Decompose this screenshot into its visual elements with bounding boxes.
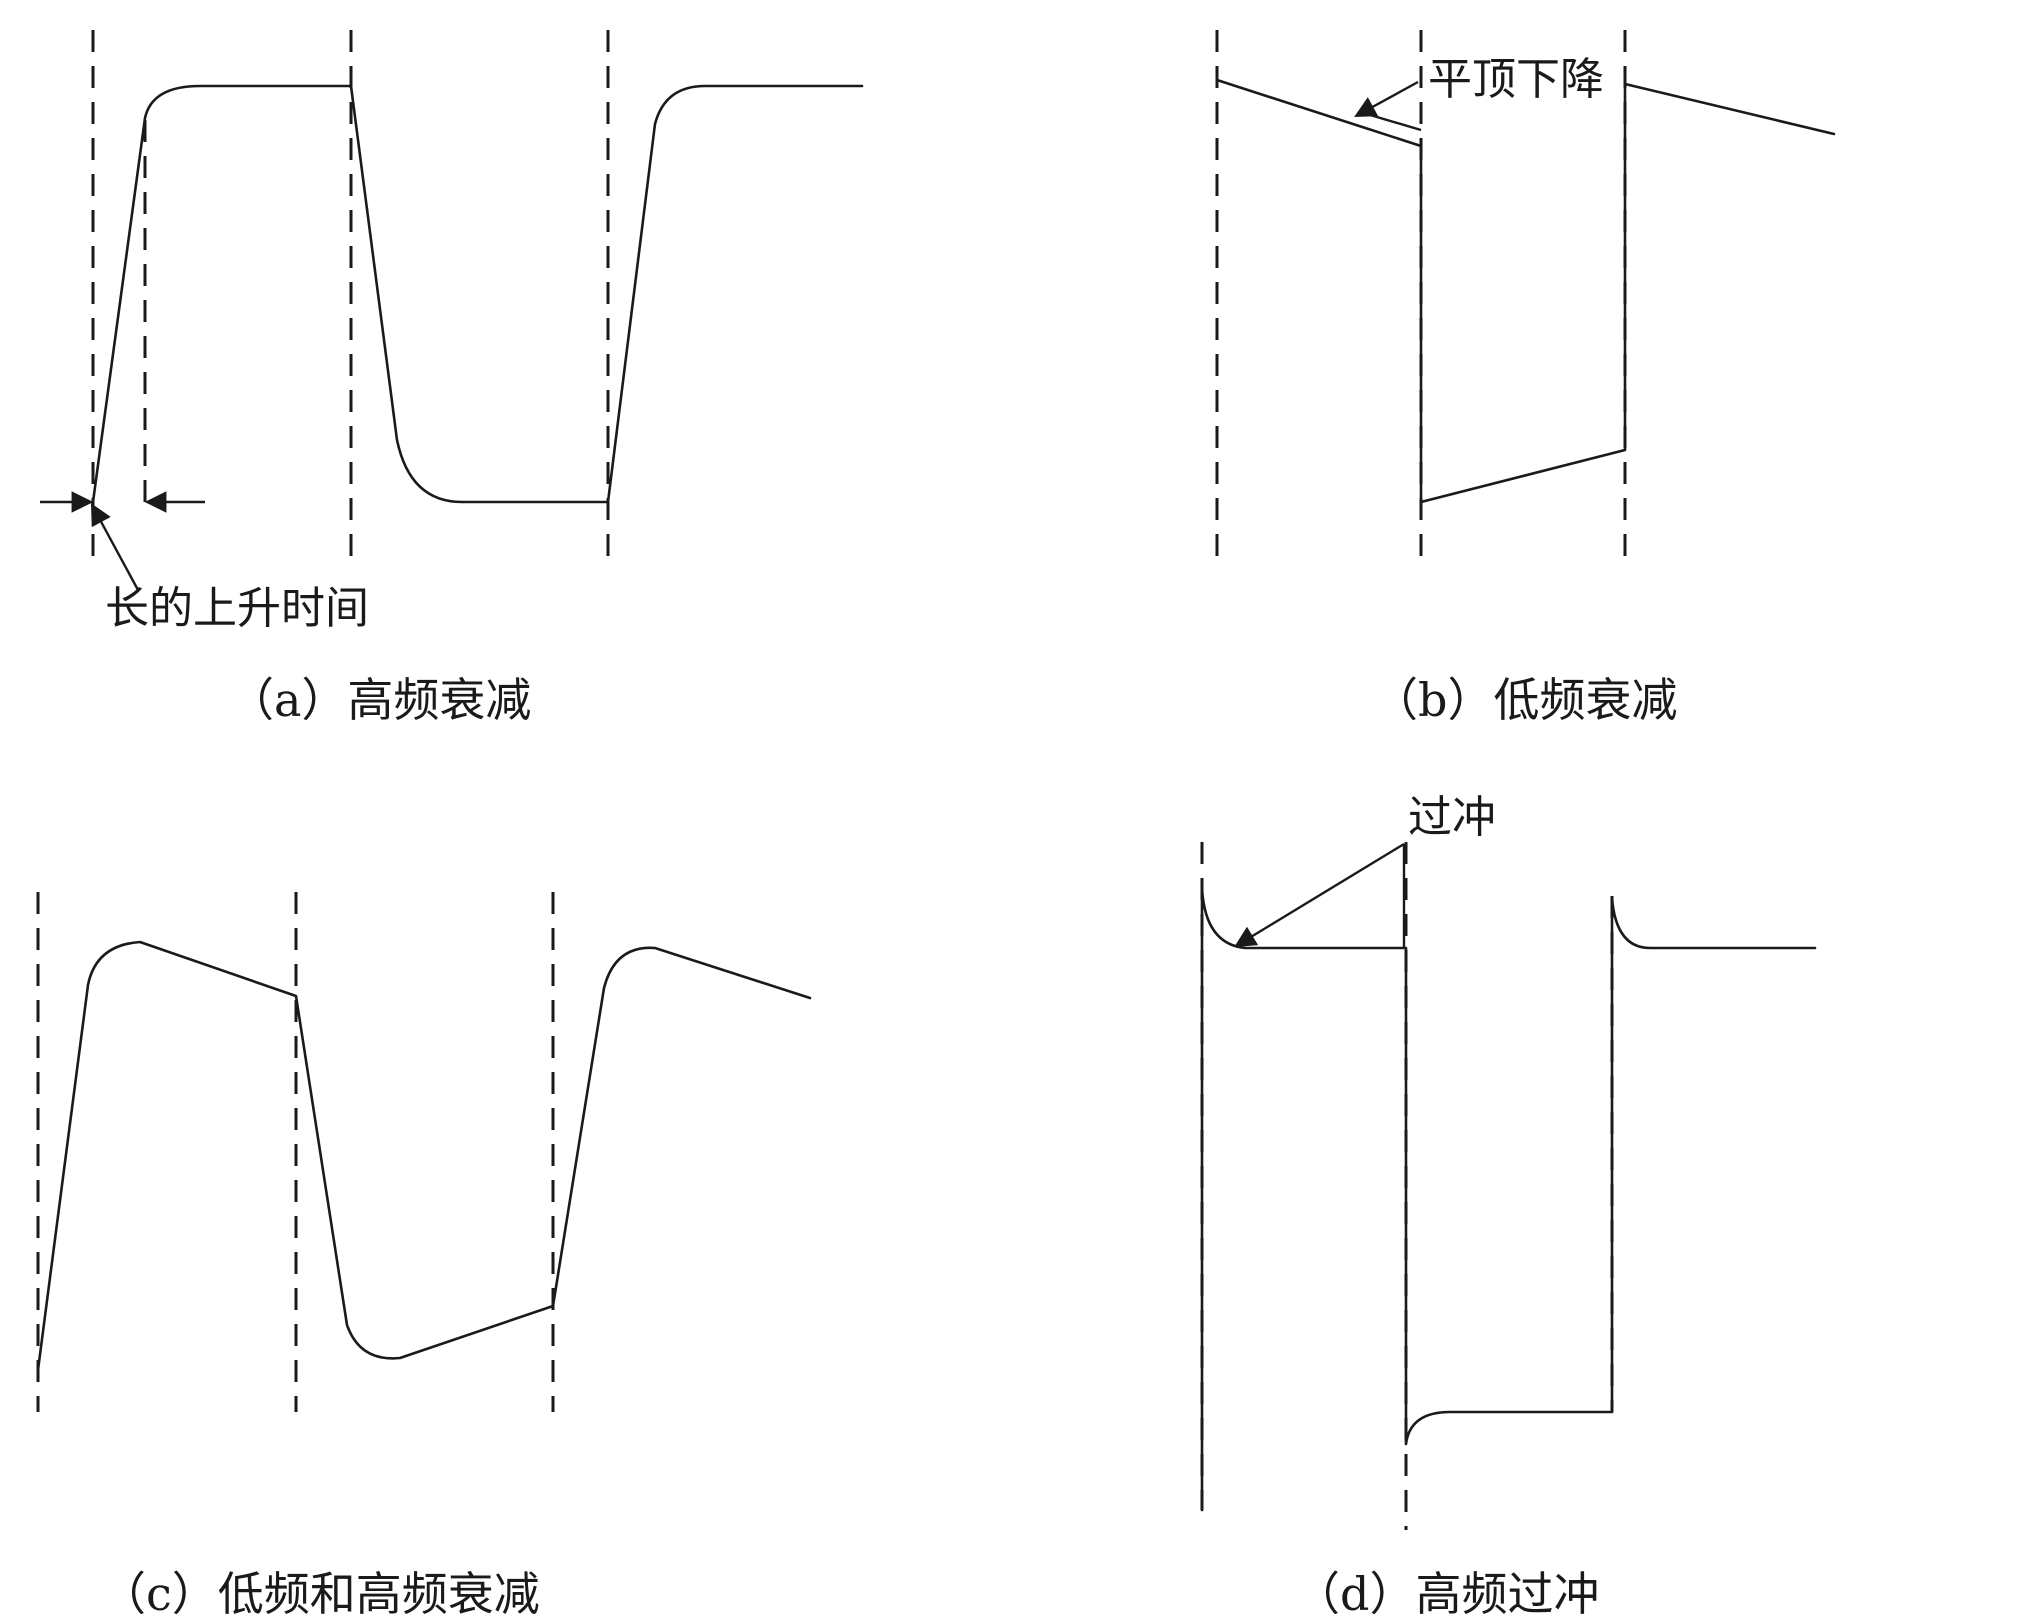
panel-d-annotation-pointer <box>1234 842 1405 948</box>
panel-a-annotation: 长的上升时间 <box>105 583 369 634</box>
panel-d-caption: （d）高频过冲 <box>1294 1567 1599 1614</box>
panel-b-waveform <box>1215 78 1836 504</box>
panel-c-caption: （c）低频和高频衰减 <box>100 1567 540 1614</box>
panel-b-caption: （b）低频衰减 <box>1372 673 1677 727</box>
panel-d: 过冲 （d）高频过冲 <box>1200 792 1817 1614</box>
panel-a-waveform <box>91 84 864 504</box>
panel-c-waveform <box>36 940 812 1372</box>
panel-a-caption: （a）高频衰减 <box>228 673 531 727</box>
panel-c: （c）低频和高频衰减 <box>36 892 812 1614</box>
panel-d-waveform <box>1200 886 1817 1512</box>
panel-b-pointer-upper <box>1359 110 1422 132</box>
panel-d-annotation: 过冲 <box>1408 792 1496 843</box>
panel-a: 长的上升时间 （a）高频衰减 <box>40 30 864 727</box>
panel-b: 平顶下降 （b）低频衰减 <box>1215 30 1836 727</box>
panel-b-annotation: 平顶下降 <box>1428 54 1604 105</box>
panel-a-annotation-pointer <box>90 503 140 591</box>
panel-b-annotation-pointer <box>1354 80 1419 118</box>
